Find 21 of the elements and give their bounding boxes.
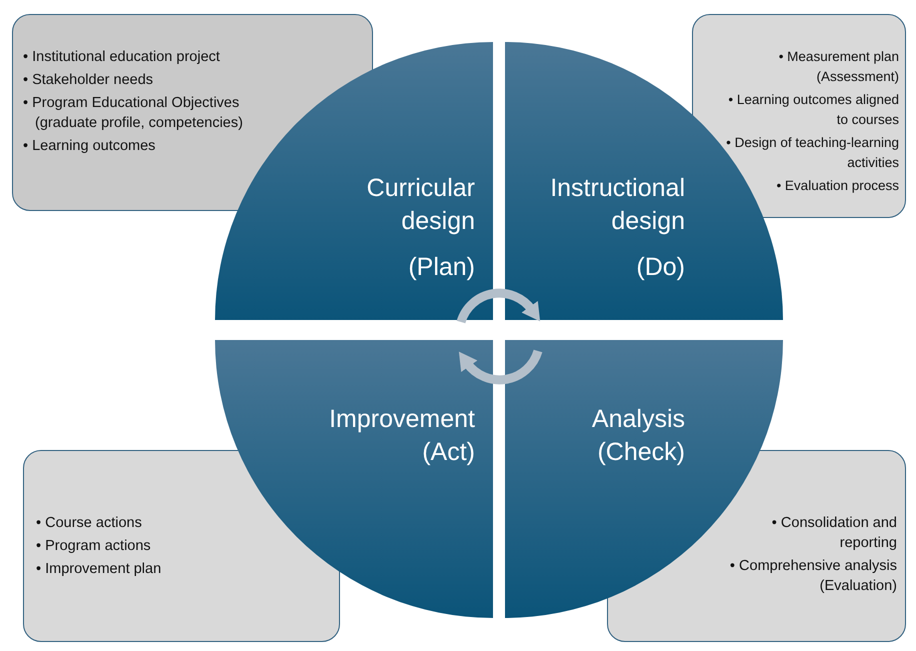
bullet-item: • Course actions: [36, 514, 143, 533]
phase-title: Instructional design: [549, 173, 685, 237]
bullet-item: • Measurement plan (Assessment): [778, 48, 899, 86]
bullet-item: • Design of teaching-learning activities: [725, 134, 899, 172]
bullet-item: • Evaluation process: [775, 177, 899, 195]
bullet-item: • Program Educational Objectives (graduate profile, competencies): [23, 94, 244, 133]
bullet-item: • Learning outcomes: [23, 137, 156, 156]
phase-title: Curricular design: [366, 173, 475, 237]
phase-title: Improvement (Act): [328, 404, 475, 468]
bullet-item: • Stakeholder needs: [23, 71, 154, 90]
phase-label: (Plan): [407, 252, 475, 283]
bullet-item: • Comprehensive analysis (Evaluation): [728, 557, 897, 596]
bullet-item: • Program actions: [36, 537, 152, 556]
phase-title: Analysis (Check): [590, 404, 685, 468]
phase-label: (Do): [635, 252, 685, 283]
cycle-arrow: [456, 288, 541, 324]
note-card: [692, 14, 906, 218]
bullet-item: • Institutional education project: [23, 48, 221, 67]
bullet-item: • Learning outcomes aligned to courses: [727, 91, 899, 129]
bullet-item: • Improvement plan: [36, 560, 162, 579]
bullet-item: • Consolidation and reporting: [770, 514, 897, 553]
